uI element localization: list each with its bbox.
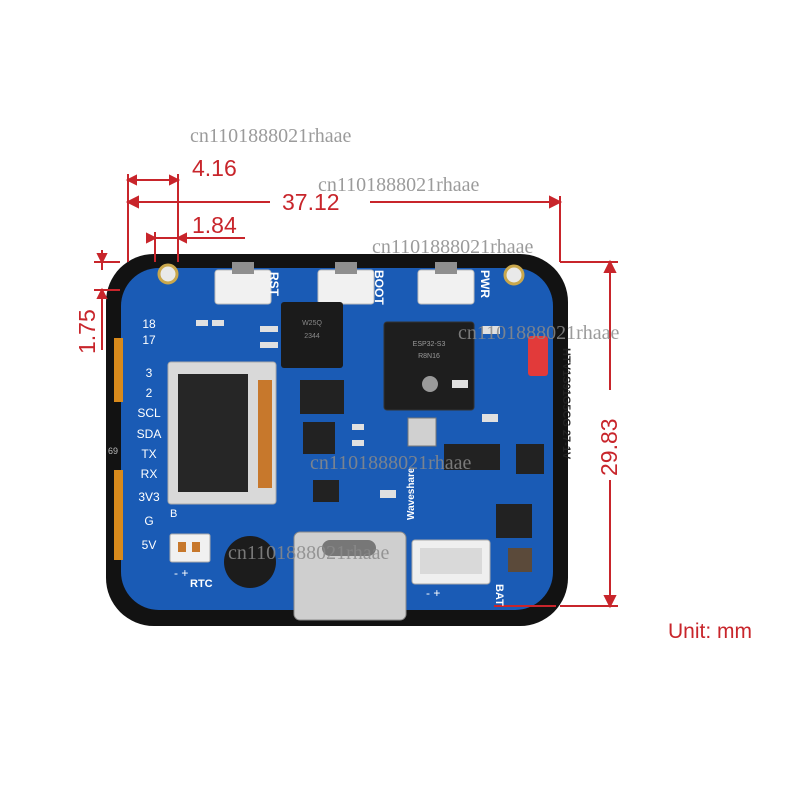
ic	[303, 422, 335, 454]
side-flex	[114, 470, 123, 560]
soc-chip	[383, 321, 475, 411]
pwr-label: PWR	[478, 270, 492, 298]
unit-label: Unit: mm	[668, 620, 752, 643]
pin-label: 3	[145, 366, 153, 380]
ic	[407, 417, 437, 447]
pin-label-list: 18 17 3 2 SCL SDA TX RX 3V3 G 5V	[131, 316, 167, 553]
boot-label: BOOT	[372, 270, 386, 305]
model-text: HTV1S91G5CG 27-1V	[560, 348, 572, 460]
pin-label: 5V	[141, 538, 157, 552]
side-flex	[114, 338, 123, 402]
mounting-hole	[157, 263, 179, 285]
brand-logo-text: Waveshare	[406, 467, 417, 520]
pin-label: 18	[142, 317, 156, 331]
rst-label: RST	[267, 272, 281, 296]
svg-text:W25Q: W25Q	[302, 320, 322, 327]
rtc-label: RTC	[190, 578, 213, 590]
watermark: cn1101888021rhaae	[458, 322, 620, 344]
dimension-height: 29.83	[596, 418, 622, 476]
usb-c-port	[293, 531, 407, 621]
fpc-mark: B	[170, 508, 178, 520]
watermark: cn1101888021rhaae	[228, 542, 390, 564]
red-part	[528, 336, 548, 376]
watermark: cn1101888021rhaae	[190, 125, 352, 147]
rst-button	[214, 269, 272, 305]
ic	[444, 444, 500, 470]
svg-text:ESP32-S3: ESP32-S3	[413, 341, 446, 348]
pin-label: SDA	[136, 427, 162, 441]
pin-label: G	[144, 514, 154, 528]
dimension-lines	[94, 174, 618, 609]
dimension-offset-b: 1.84	[192, 212, 237, 238]
dimension-offset-a: 4.16	[192, 155, 237, 181]
ic	[300, 380, 344, 414]
rtc-connector	[169, 533, 211, 563]
svg-text:R8N16: R8N16	[418, 353, 440, 360]
watermark: cn1101888021rhaae	[310, 452, 472, 474]
ic	[508, 548, 532, 572]
ic	[496, 504, 532, 538]
watermark: cn1101888021rhaae	[318, 174, 480, 196]
side-mark: 69	[108, 446, 119, 456]
pwr-button	[417, 269, 475, 305]
ic	[516, 444, 544, 474]
dimension-offset-c: 1.75	[74, 309, 100, 354]
pin-label: TX	[141, 447, 157, 461]
rtc-polarity: - +	[174, 566, 189, 580]
bat-label: BAT	[493, 584, 505, 606]
pin-label: RX	[140, 467, 158, 481]
ic	[313, 480, 339, 502]
pin-label: 3V3	[138, 490, 160, 504]
pin-label: SCL	[137, 406, 161, 420]
boot-button	[317, 269, 375, 305]
svg-text:2344: 2344	[304, 333, 320, 340]
pin-label: 17	[142, 333, 156, 347]
flash-chip	[281, 302, 343, 368]
watermark: cn1101888021rhaae	[372, 236, 534, 258]
pin-label: 2	[145, 386, 153, 400]
mounting-hole	[503, 264, 525, 286]
bat-polarity: - +	[426, 586, 441, 600]
dimension-width: 37.12	[282, 189, 340, 215]
buzzer	[224, 536, 276, 588]
